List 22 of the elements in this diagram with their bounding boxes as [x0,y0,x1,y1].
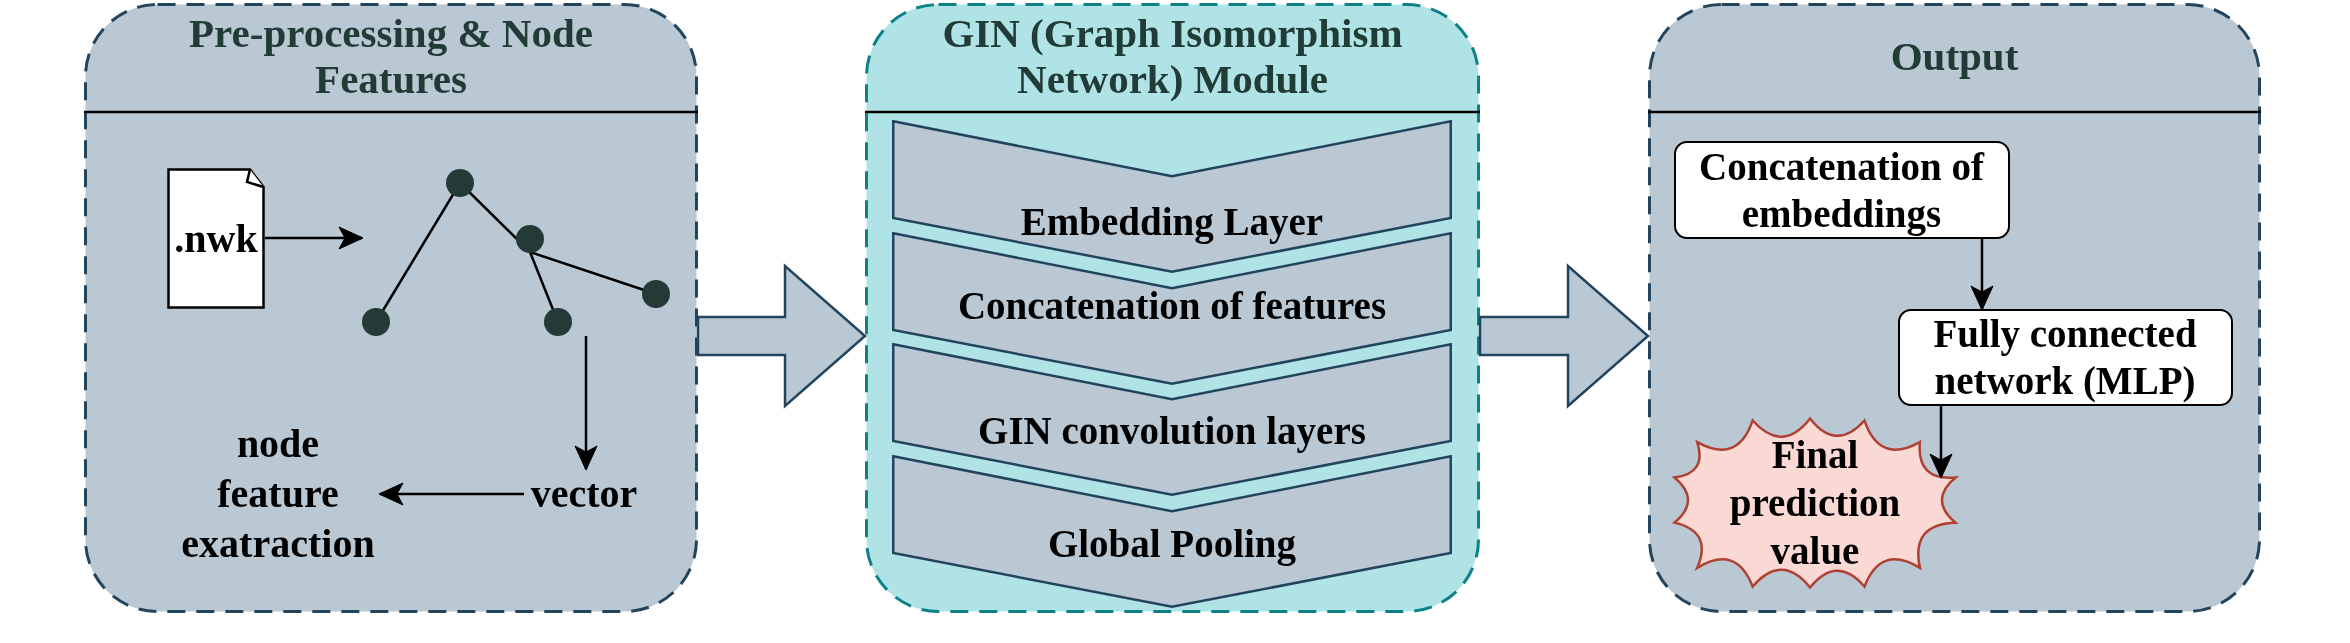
chevron-step: Global Pooling [892,455,1452,608]
panel-title: Output [1890,32,2019,79]
chevron-step: Embedding Layer [892,120,1452,273]
block-arrow [696,263,867,409]
chevron-step: GIN convolution layers [892,343,1452,496]
process-box: Fully connected network (MLP) [1898,309,2233,406]
process-box: Concatenation of embeddings [1674,141,2010,239]
panel-title: GIN (Graph Isomorphism Network) Module [942,9,1403,102]
section-panel [1648,3,2261,613]
arrow [574,336,598,471]
section-panel [865,3,1480,613]
document-shape: .nwk [167,168,265,309]
panel-title: Pre-processing & Node Features [189,9,593,102]
step-label: node feature exatraction [176,419,380,569]
arrow [1970,239,1994,311]
section-panel [84,3,698,613]
step-label: vector [524,469,644,519]
block-arrow [1478,263,1650,409]
burst-shape: Final prediction value [1673,417,1957,589]
arrow [1929,406,1953,479]
arrow [265,226,364,250]
arrow [378,482,524,506]
